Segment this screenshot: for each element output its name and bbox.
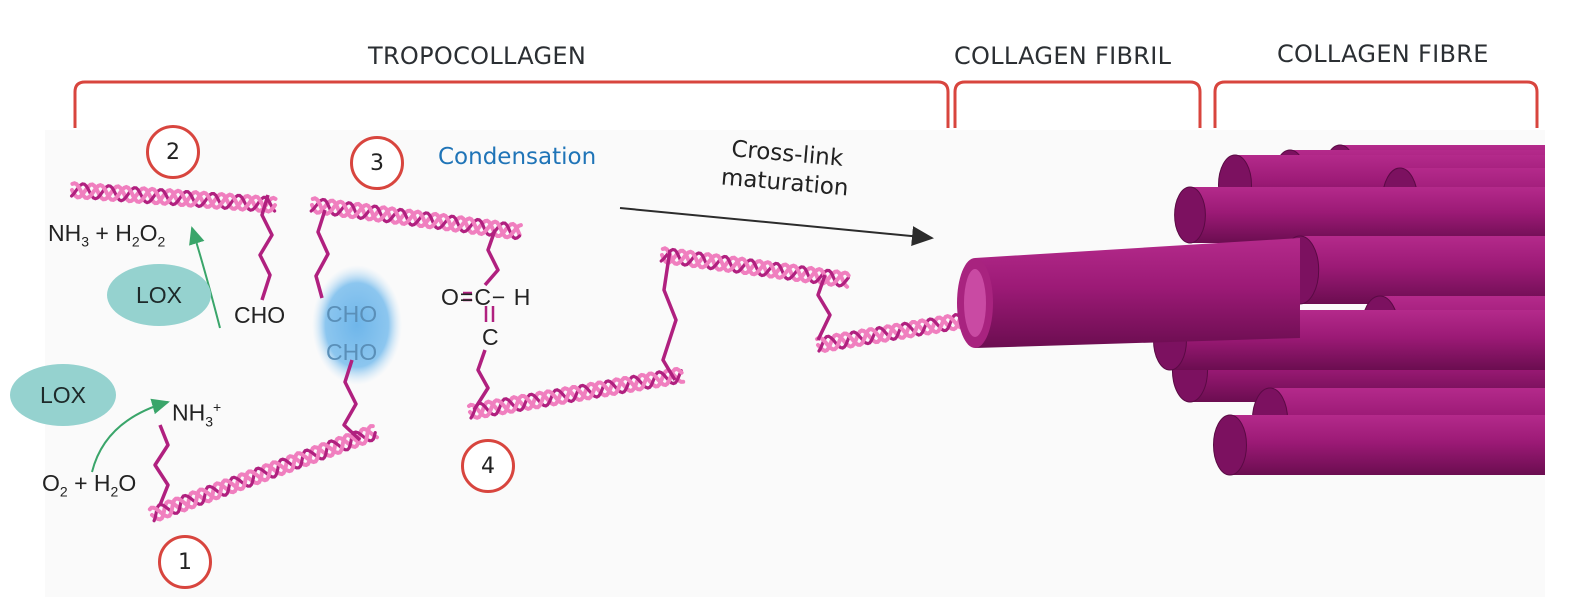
label-aldol-c: C (482, 324, 499, 350)
label-cho-condensed-2: CHO (326, 339, 378, 365)
reaction-arrow-bottom (91, 398, 170, 473)
label-cho: CHO (234, 302, 286, 328)
label-nh3-plus: NH3+ (172, 399, 222, 430)
cylinder-fibril-icon (957, 238, 1300, 348)
helix-strand-line (310, 198, 522, 238)
linker-chain-b (816, 274, 832, 341)
lysine-chain-3b (342, 359, 362, 442)
step-marker-3: 3 (350, 136, 404, 190)
reaction-arrow-top (189, 226, 221, 329)
helix-strand-line (660, 246, 851, 287)
condensation-glow (312, 265, 402, 385)
label-condensation: Condensation (438, 144, 597, 170)
fibre-cylinder (1213, 414, 1545, 476)
bracket-fibre (1213, 80, 1539, 128)
lysine-chain-3a (314, 209, 330, 299)
bracket-fibril (953, 80, 1202, 128)
helix-strand-mid-upper (659, 246, 851, 289)
label-nh3-h2o2: NH3 + H2O2 (48, 220, 166, 250)
header-tropocollagen: TROPOCOLLAGEN (368, 42, 587, 70)
helix-strand-line (70, 182, 277, 213)
label-cho-condensed-1: CHO (326, 301, 378, 327)
lysine-chain-4b (472, 349, 490, 411)
step-marker-1: 1 (158, 535, 212, 589)
helix-strand-top-left (70, 181, 278, 214)
crosslink-arrow (619, 207, 934, 247)
helix-strand-line (815, 309, 980, 352)
step-marker-2: 2 (146, 125, 200, 179)
lysine-chain-1 (153, 424, 170, 506)
helix-strand-4-bottom (467, 366, 686, 420)
helix-strand-line (310, 196, 523, 240)
fibre-cylinder (1280, 235, 1545, 305)
lox-enzyme-top: LOX (107, 264, 211, 326)
helix-strand-line (469, 369, 683, 420)
header-collagen-fibril: COLLAGEN FIBRIL (954, 42, 1172, 70)
lysine-chain-2 (258, 194, 274, 301)
linker-chain-a (661, 249, 678, 381)
lox-enzyme-bottom: LOX (10, 364, 116, 426)
lysine-chain-4a (483, 229, 500, 287)
helix-strand-line (70, 181, 277, 214)
helix-strand-line (467, 366, 684, 419)
label-aldol-top: O=C− H (441, 284, 532, 310)
helix-strand-3-top (309, 196, 523, 241)
step-marker-4: 4 (461, 439, 515, 493)
helix-strand-line (147, 424, 375, 519)
helix-strand-mid-lower (815, 309, 982, 354)
fibre-cylinder (1174, 186, 1545, 244)
header-collagen-fibre: COLLAGEN FIBRE (1277, 40, 1489, 68)
helix-strand-line (152, 430, 377, 523)
helix-strand-1-bottom (147, 424, 379, 523)
bracket-tropocollagen (73, 80, 950, 128)
tropocollagen-helices (70, 181, 982, 523)
helix-strand-line (817, 313, 980, 353)
label-o2-h2o: O2 + H2O (42, 470, 137, 500)
